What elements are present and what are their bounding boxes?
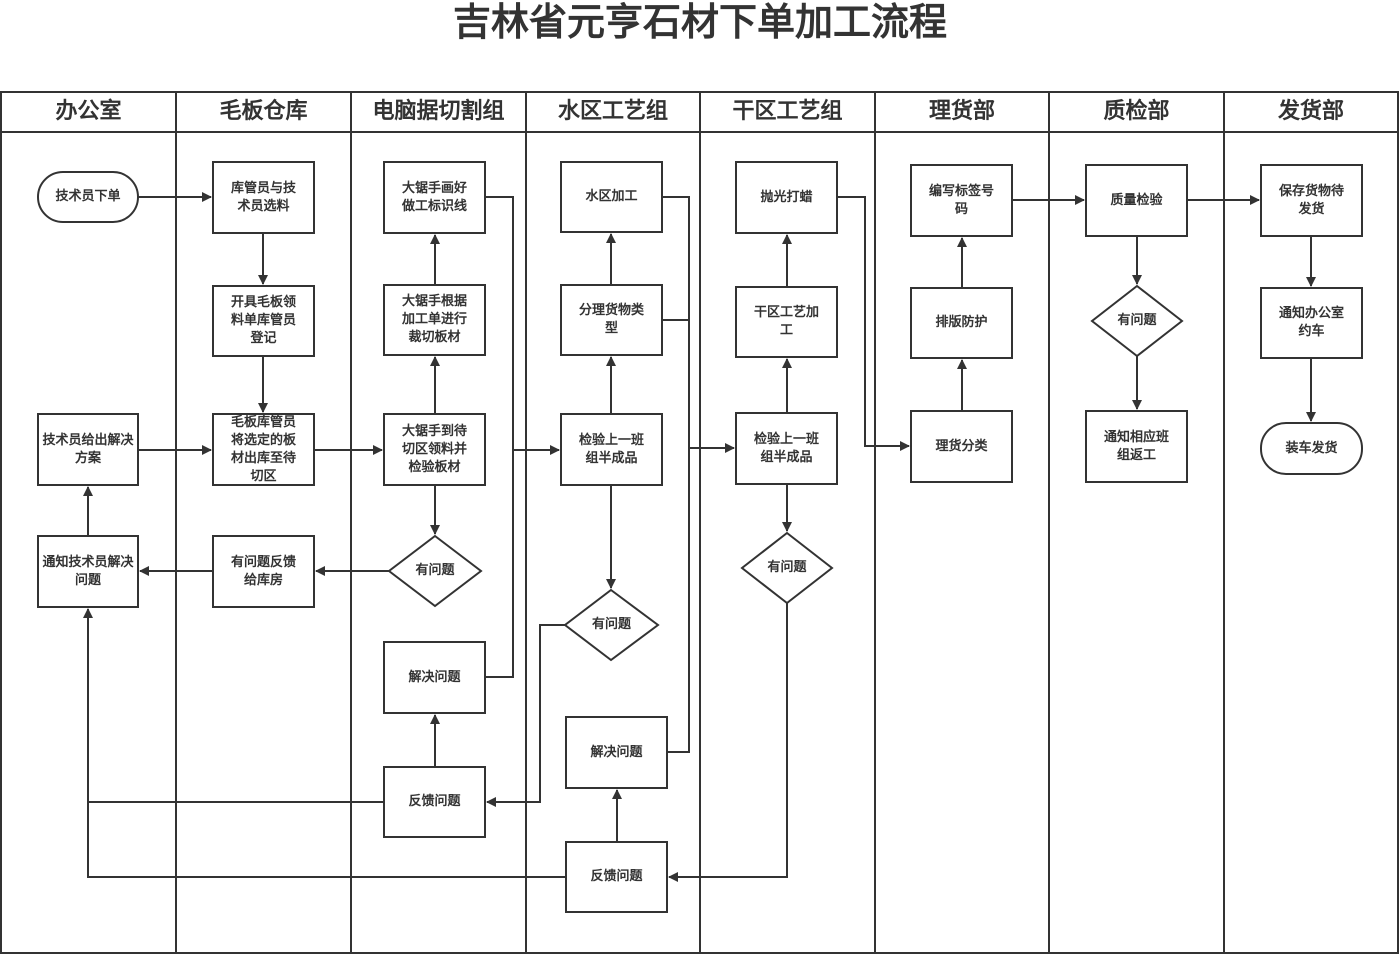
node-store: 保存货物待发货 [1261, 165, 1362, 236]
qc-box [1085, 164, 1188, 237]
node-cut: 大锯手根据加工单进行裁切板材 [384, 285, 485, 355]
node-start: 技术员下单 [38, 172, 138, 222]
node-dry-proc-label: 干区工艺加工 [753, 305, 819, 338]
sort-goods-box [910, 410, 1013, 483]
node-move-label: 毛板库管员将选定的板材出库至待切区 [230, 414, 296, 484]
node-receive-label: 大锯手到待切区领料并检验板材 [401, 423, 467, 475]
node-notify-office: 通知办公室约车 [1261, 288, 1362, 358]
lane-header-sorting: 理货部 [928, 99, 995, 124]
node-label: 编写标签号码 [911, 165, 1012, 236]
node-fb-cut: 反馈问题 [384, 767, 485, 837]
node-solve-cut: 解决问题 [384, 642, 485, 713]
node-plan-label: 技术员给出解决方案 [42, 432, 134, 466]
node-plan: 技术员给出解决方案 [38, 414, 138, 485]
node-label-label: 编写标签号码 [928, 183, 994, 217]
node-qc: 质量检验 [1086, 165, 1187, 236]
page-title: 吉林省元亨石材下单加工流程 [452, 0, 947, 44]
solve-cut-box [383, 641, 486, 714]
node-solve-water-label: 解决问题 [590, 744, 643, 760]
lane-header-water: 水区工艺组 [557, 99, 668, 124]
decision-dry: 有问题 [742, 533, 832, 603]
node-notify-office-label: 通知办公室约车 [1278, 306, 1344, 339]
node-sort-type-label: 分理货物类型 [578, 303, 644, 336]
node-check-water-label: 检验上一班组半成品 [578, 432, 644, 466]
node-sort-goods: 理货分类 [911, 411, 1012, 482]
node-start-label: 技术员下单 [55, 189, 121, 204]
lane-header-cutting: 电脑据切割组 [372, 99, 505, 124]
store-box [1260, 164, 1363, 237]
node-solve-water: 解决问题 [566, 717, 667, 788]
node-water-proc: 水区加工 [561, 162, 662, 232]
check-water-box [560, 413, 663, 486]
polish-box [735, 161, 838, 234]
node-sort-type: 分理货物类型 [561, 285, 662, 355]
feedback-wh-box [212, 535, 315, 608]
connectors [83, 192, 1316, 882]
node-polish-label: 抛光打蜡 [760, 189, 813, 205]
swimlane-frame [0, 91, 1399, 954]
node-feedback-wh-label: 有问题反馈给库房 [230, 554, 296, 588]
node-fb-cut-label: 反馈问题 [408, 794, 461, 809]
node-issue-slip: 开具毛板领料单库管员登记 [213, 286, 314, 356]
node-notify-tech: 通知技术员解决问题 [38, 536, 138, 607]
rework-box [1085, 410, 1188, 483]
select-box [212, 161, 315, 234]
lane-header-warehouse: 毛板仓库 [219, 99, 308, 124]
decision-cut-label: 有问题 [415, 563, 455, 578]
node-fb-water: 反馈问题 [566, 842, 667, 912]
node-move: 毛板库管员将选定的板材出库至待切区 [213, 414, 314, 485]
node-cut-label: 大锯手根据加工单进行裁切板材 [401, 294, 467, 345]
node-notify-tech-label: 通知技术员解决问题 [42, 554, 134, 588]
cut-decision [387, 534, 483, 608]
sort-type-box [560, 284, 663, 356]
move-box [212, 413, 315, 486]
lane-header-shipping: 发货部 [1277, 99, 1344, 124]
node-feedback-wh: 有问题反馈给库房 [213, 536, 314, 607]
node-layout: 排版防护 [911, 288, 1012, 358]
node-polish: 抛光打蜡 [736, 162, 837, 233]
node-qc-label: 质量检验 [1110, 192, 1163, 208]
lane-header-office: 办公室 [55, 99, 122, 124]
node-check-dry: 检验上一班组半成品 [736, 413, 837, 484]
fb-cut-box [383, 766, 486, 838]
node-check-water: 检验上一班组半成品 [561, 414, 662, 485]
node-layout-label: 排版防护 [935, 315, 988, 330]
node-rework-label: 通知相应班组返工 [1103, 429, 1169, 463]
node-receive: 大锯手到待切区领料并检验板材 [384, 414, 485, 485]
water-decision [563, 588, 660, 662]
node-store-label: 保存货物待发货 [1278, 183, 1344, 217]
node-issue-slip-label: 开具毛板领料单库管员登记 [230, 295, 296, 346]
notify-tech-box [37, 535, 139, 608]
decision-dry-label: 有问题 [767, 560, 807, 575]
node-select-label: 库管员与技术员选料 [230, 180, 296, 214]
lane-header-dry: 干区工艺组 [732, 99, 843, 124]
node-ship: 装车发货 [1261, 423, 1362, 474]
node-ship-label: 装车发货 [1285, 440, 1338, 456]
node-mark-label: 大锯手画好做工标识线 [401, 180, 467, 214]
decision-qc: 有问题 [1092, 286, 1182, 356]
node-rework: 通知相应班组返工 [1086, 411, 1187, 482]
plan-box [37, 413, 139, 486]
node-water-proc-label: 水区加工 [585, 189, 638, 204]
node-select: 库管员与技术员选料 [213, 162, 314, 233]
node-check-dry-label: 检验上一班组半成品 [753, 431, 819, 465]
node-dry-proc: 干区工艺加工 [736, 287, 837, 357]
node-sort-goods-label: 理货分类 [935, 438, 988, 454]
water-proc-box [560, 161, 663, 233]
receive-box [383, 413, 486, 486]
dry-proc-box [735, 286, 838, 358]
issue-slip-box [212, 285, 315, 357]
layout-box [910, 287, 1013, 359]
ship-terminal [1260, 422, 1363, 475]
node-mark: 大锯手画好做工标识线 [384, 162, 485, 233]
decision-water: 有问题 [565, 590, 658, 660]
node-fb-water-label: 反馈问题 [590, 869, 643, 884]
node-solve-cut-label: 解决问题 [408, 669, 461, 685]
decision-water-label: 有问题 [591, 617, 631, 632]
decision-cut: 有问题 [389, 536, 481, 606]
decision-qc-label: 有问题 [1117, 313, 1157, 328]
lane-header-qc: 质检部 [1103, 99, 1170, 124]
